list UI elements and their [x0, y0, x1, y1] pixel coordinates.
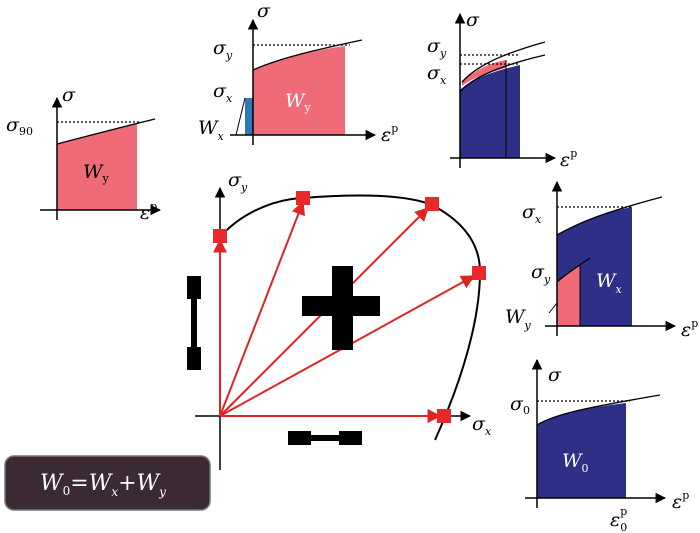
point-marker	[425, 197, 439, 211]
sigma-y-label: σy	[228, 169, 248, 194]
formula-text: W0=Wx+Wy	[40, 471, 166, 499]
eps-label: εp	[560, 147, 577, 171]
wy-label: Wy	[285, 90, 312, 114]
point-marker	[296, 191, 310, 205]
area-wx	[460, 65, 520, 158]
point-marker	[213, 229, 227, 243]
formula-box: W0=Wx+Wy	[4, 455, 211, 511]
wy-label: Wy	[83, 161, 110, 185]
sigma-label: σ	[548, 364, 562, 386]
sigma-y-label: σy	[213, 37, 233, 62]
eps-label: εp	[672, 489, 689, 513]
w0-label: W0	[562, 450, 589, 475]
panel-sigma-y: σ σy σx Wx Wy εp	[198, 0, 398, 146]
cruciform-specimen-icon	[302, 266, 380, 350]
wy-label: Wy	[505, 306, 532, 332]
sigma-y-label: σy	[531, 261, 551, 286]
area-wy	[57, 123, 137, 210]
eps-label: εp	[381, 122, 398, 146]
point-marker	[472, 266, 486, 280]
panel-sigma90: σ σ90 Wy εp	[6, 84, 162, 224]
area-wy	[253, 46, 345, 135]
eps-label: εp	[140, 200, 157, 224]
panel-sigma-x: σx σy Wy Wx εp	[505, 180, 698, 341]
area-wy	[462, 60, 506, 86]
sigma90-label: σ90	[6, 114, 33, 138]
sigma-x-label: σx	[427, 62, 447, 87]
area-wx	[245, 98, 253, 135]
point-marker	[437, 409, 451, 423]
sigma-y-label: σy	[427, 35, 447, 60]
yield-locus: σy σx	[187, 169, 492, 470]
eps0-label: ε0p	[610, 505, 627, 533]
panel-mixed: σ σy σx εp	[427, 9, 577, 171]
sigma-x-label: σx	[472, 413, 492, 438]
area-wy	[557, 266, 580, 326]
sigma-label: σ	[466, 9, 480, 31]
horizontal-specimen-icon	[288, 431, 362, 445]
vertical-specimen-icon	[187, 276, 201, 370]
wx-label: Wx	[198, 117, 225, 143]
area-w0	[537, 403, 626, 498]
sigma-label: σ	[257, 0, 271, 22]
sigma-label: σ	[62, 84, 76, 106]
sigma-x-label: σx	[522, 201, 542, 226]
panel-sigma0: σ σ0 W0 εp ε0p	[510, 358, 689, 533]
sigma0-label: σ0	[510, 393, 530, 417]
eps-label: εp	[681, 317, 698, 341]
sigma-x-label: σx	[213, 80, 233, 105]
wx-label: Wx	[596, 270, 623, 296]
